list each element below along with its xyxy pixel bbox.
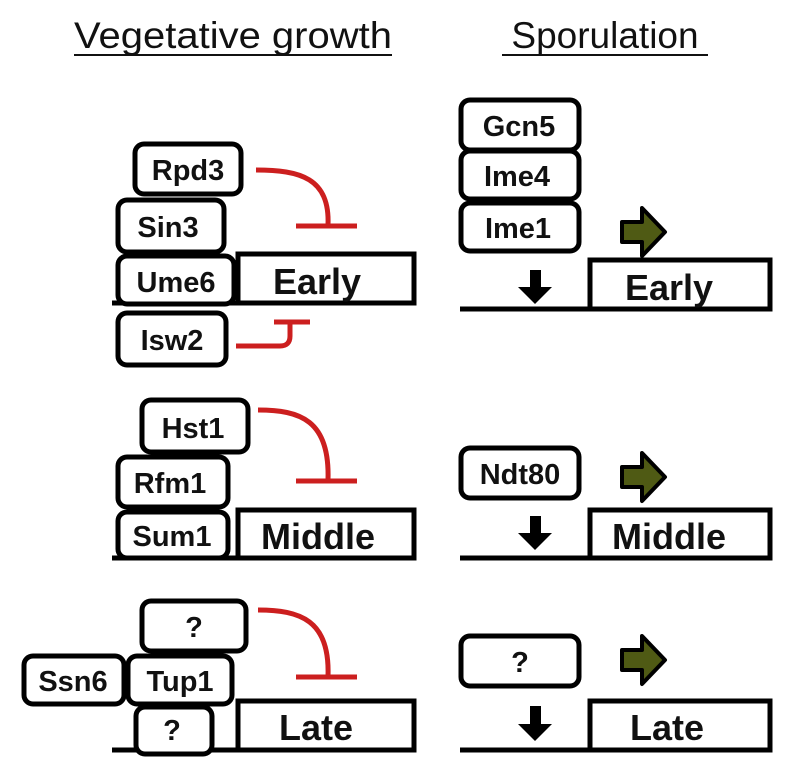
protein-label: Sum1 xyxy=(133,521,212,553)
sporulation-late-panel: Late ? xyxy=(458,633,773,753)
protein-label: Hst1 xyxy=(162,413,225,445)
protein-label: Rpd3 xyxy=(152,155,225,187)
protein-hst1 xyxy=(139,397,251,455)
protein-label: ? xyxy=(163,715,181,747)
protein-tup1 xyxy=(125,653,235,707)
protein-unknown xyxy=(133,704,215,757)
heading-vegetative-growth: Vegetative growth xyxy=(74,15,392,56)
protein-label: Ime4 xyxy=(484,161,550,193)
protein-ume6 xyxy=(115,253,237,307)
protein-label: Isw2 xyxy=(141,325,204,357)
repression-inhibition-icon xyxy=(236,319,310,349)
gene-label: Late xyxy=(279,707,353,748)
protein-label: Sin3 xyxy=(137,212,198,244)
repression-inhibition-icon xyxy=(257,607,357,680)
protein-unknown xyxy=(139,598,249,654)
block-arrow-right-icon xyxy=(620,451,667,503)
gene-label: Early xyxy=(273,261,361,302)
protein-ndt80 xyxy=(458,445,582,501)
gene-label: Middle xyxy=(612,516,726,557)
protein-label: ? xyxy=(185,612,203,644)
gene-box-middle xyxy=(587,507,773,561)
gene-box-middle xyxy=(235,507,417,561)
protein-isw2 xyxy=(115,310,229,368)
sporulation-early-panel: Early Gcn5 Ime4 Ime1 xyxy=(458,97,773,312)
sporulation-middle-panel: Middle Ndt80 xyxy=(458,445,773,561)
protein-ime4 xyxy=(458,148,582,202)
protein-label: Gcn5 xyxy=(483,111,556,143)
protein-rpd3 xyxy=(132,141,244,197)
protein-label: Ssn6 xyxy=(38,666,107,698)
down-arrow-icon xyxy=(518,516,552,550)
gene-label: Middle xyxy=(261,516,375,557)
repression-inhibition-icon xyxy=(255,167,357,229)
gene-label: Late xyxy=(630,707,704,748)
block-arrow-right-icon xyxy=(620,206,667,258)
protein-label: Ndt80 xyxy=(480,459,561,491)
gene-box-early xyxy=(235,251,417,306)
repression-inhibition-icon xyxy=(257,407,357,484)
protein-label: Rfm1 xyxy=(134,468,207,500)
protein-ssn6 xyxy=(21,653,127,707)
protein-label: ? xyxy=(511,647,529,679)
protein-unknown xyxy=(458,633,582,689)
vegetative-late-panel: Late ? Ssn6 Tup1 ? xyxy=(21,598,417,757)
protein-ime1 xyxy=(458,200,582,254)
heading-sporulation: Sporulation xyxy=(511,15,698,56)
protein-sin3 xyxy=(115,197,227,255)
protein-label: Ume6 xyxy=(137,267,216,299)
protein-sum1 xyxy=(115,509,231,561)
gene-box-late xyxy=(587,698,773,753)
vegetative-early-panel: Early Rpd3 Sin3 Ume6 Isw2 xyxy=(112,141,417,368)
protein-label: Tup1 xyxy=(146,666,213,698)
gene-box-early xyxy=(587,257,773,312)
vegetative-middle-panel: Middle Hst1 Rfm1 Sum1 xyxy=(112,397,417,561)
block-arrow-right-icon xyxy=(620,634,667,686)
down-arrow-icon xyxy=(518,270,552,304)
down-arrow-icon xyxy=(518,706,552,741)
protein-rfm1 xyxy=(115,454,231,510)
gene-label: Early xyxy=(625,267,713,308)
protein-label: Ime1 xyxy=(485,213,551,245)
gene-box-late xyxy=(235,698,417,753)
